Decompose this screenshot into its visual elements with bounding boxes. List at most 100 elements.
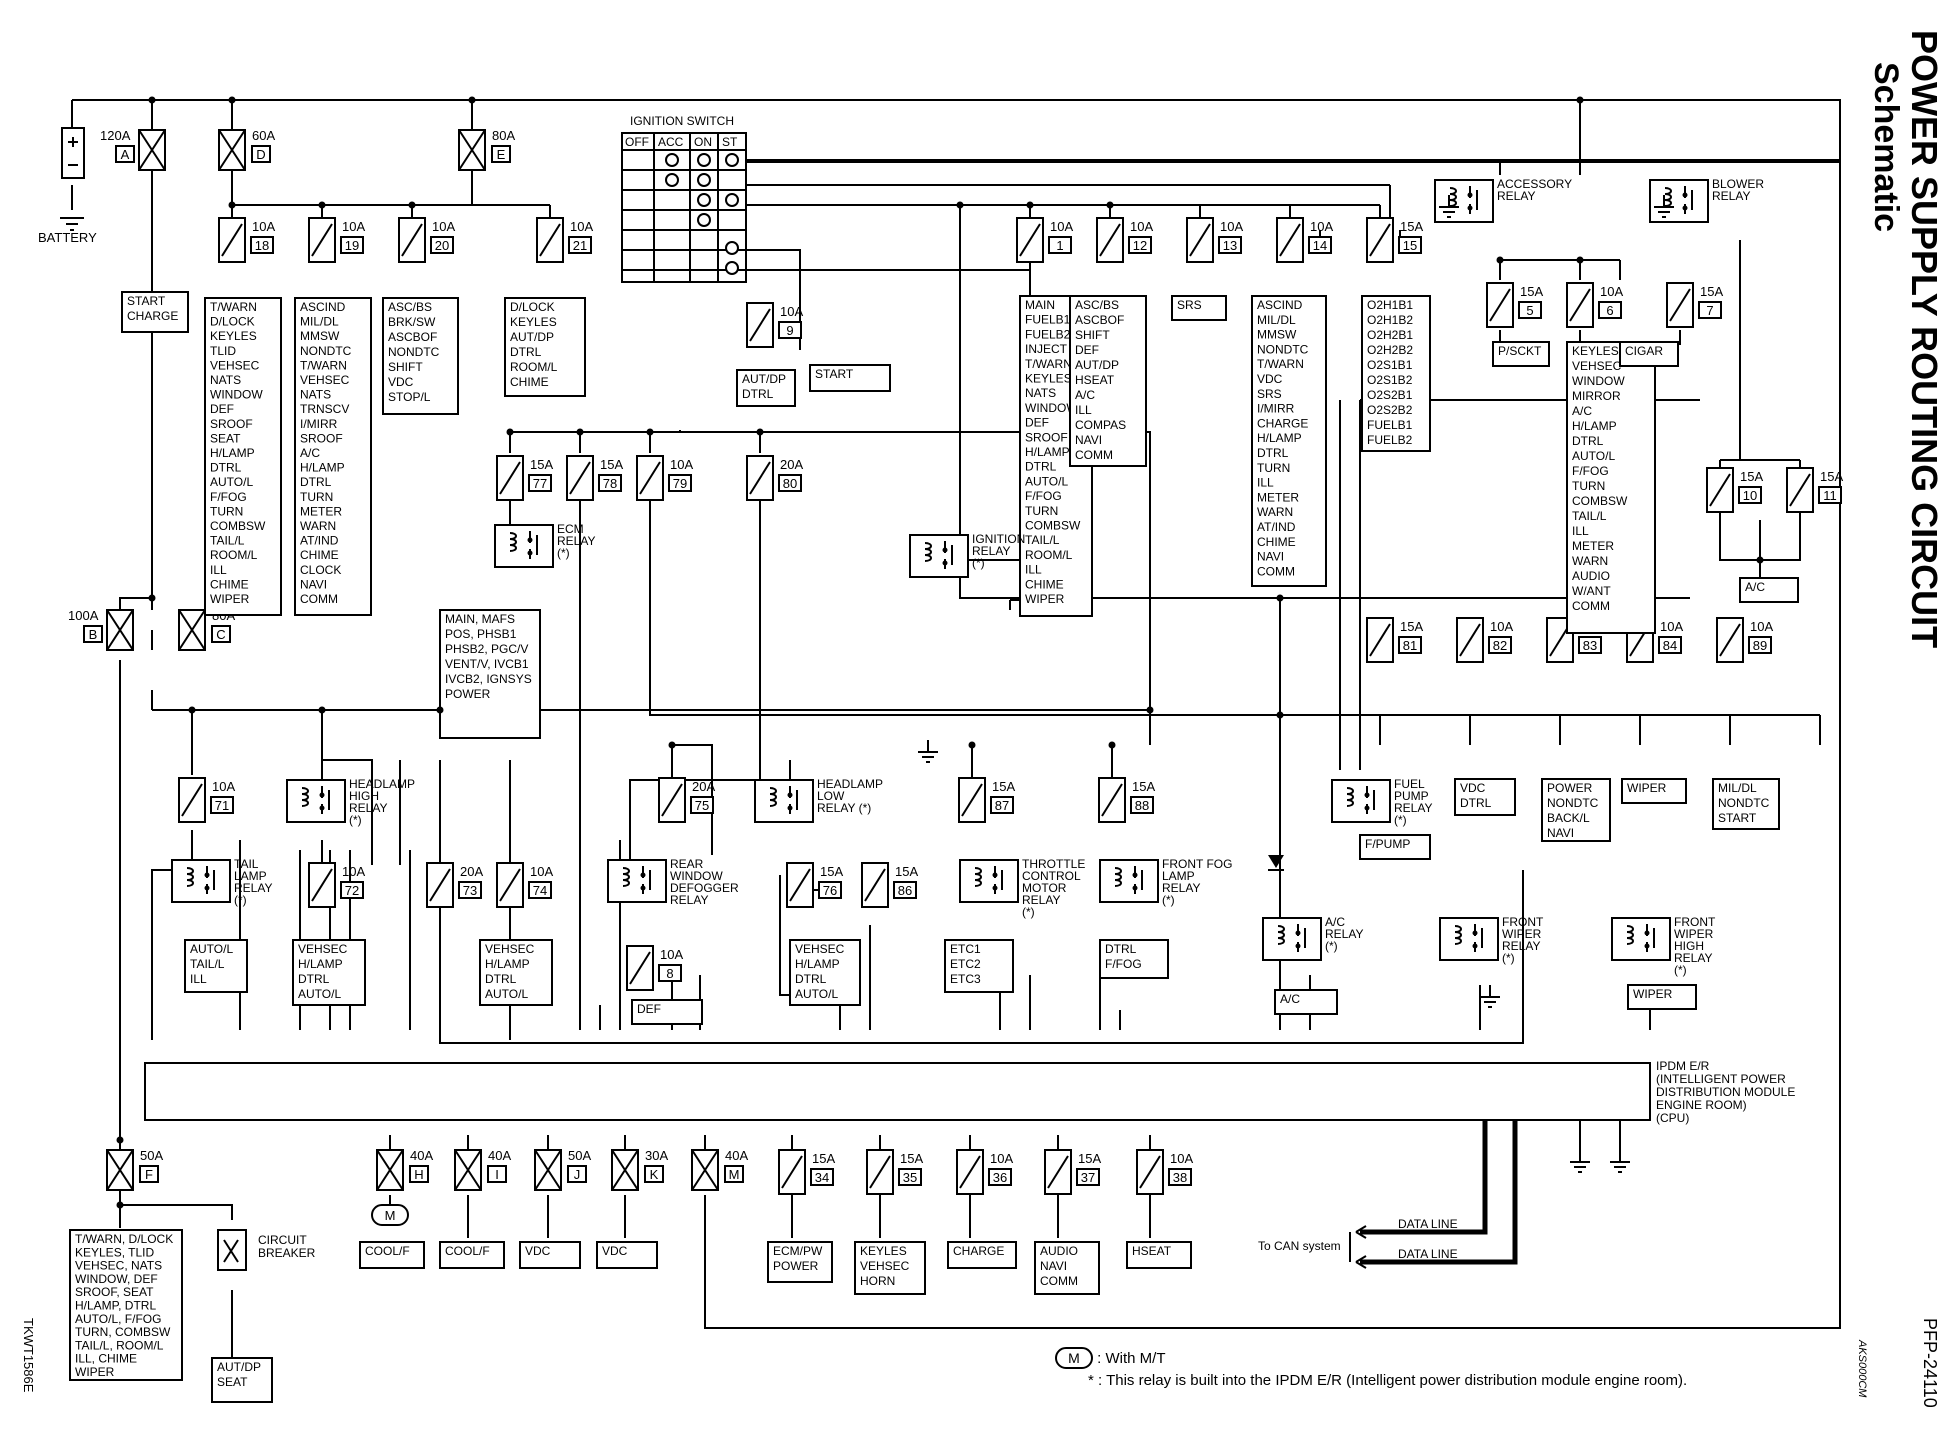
fusible-link-letter: M: [729, 1167, 740, 1182]
motor-label: M: [385, 1208, 396, 1223]
junction-dot: [1276, 594, 1284, 602]
fusible-link-letter: I: [495, 1167, 499, 1182]
fuse-rating: 10A: [1310, 219, 1333, 234]
ignition-switch-title: IGNITION SWITCH: [630, 114, 734, 128]
junction-dot: [188, 706, 196, 714]
junction-dot: [668, 741, 676, 749]
junction-dot: [968, 741, 976, 749]
page-ref: PFP-24110: [1920, 1318, 1940, 1408]
ground-icon: [1480, 985, 1500, 1008]
load-box-13: SRS: [1171, 295, 1227, 321]
fuse-number: 78: [603, 476, 617, 491]
load-box-text: A/C: [1280, 992, 1300, 1006]
fuse-number: 77: [533, 476, 547, 491]
fuse-rating: 15A: [820, 864, 843, 879]
fuse-rating: 10A: [1050, 219, 1073, 234]
fusible-link-rating: 40A: [725, 1148, 748, 1163]
load-box-start: START: [809, 364, 891, 392]
load-box-psckt: P/SCKT: [1492, 341, 1550, 367]
ignition-switch: [621, 132, 747, 283]
load-box-text: F/PUMP: [1365, 837, 1410, 851]
ignition-position-st: ST: [722, 135, 738, 149]
fuse-number: 72: [345, 883, 359, 898]
load-box-text: A/C: [1745, 580, 1765, 594]
load-box-cigar: CIGAR: [1619, 341, 1679, 367]
page-title: POWER SUPPLY ROUTING CIRCUIT: [1904, 30, 1945, 649]
fuse-rating: 15A: [900, 1151, 923, 1166]
load-box-text: SRS: [1177, 298, 1202, 312]
junction-dot: [148, 96, 156, 104]
load-box-fpump: F/PUMP: [1359, 834, 1431, 860]
motor-legend-icon: M: [1055, 1347, 1093, 1369]
load-box-text: VDC: [525, 1244, 551, 1258]
junction-dot: [756, 428, 764, 436]
fuse-number: 74: [533, 883, 547, 898]
fuse-number: 9: [786, 323, 793, 338]
junction-dot: [436, 706, 444, 714]
fuse-rating: 20A: [780, 457, 803, 472]
load-box-vdc-k: VDC: [596, 1241, 658, 1269]
fusible-link-letter: F: [145, 1167, 153, 1182]
junction-dot: [228, 201, 236, 209]
junction-dot: [408, 201, 416, 209]
fuse-rating: 15A: [1400, 619, 1423, 634]
junction-dot: [148, 594, 156, 602]
fusible-link-rating: 50A: [568, 1148, 591, 1163]
ground-icon: [1610, 1150, 1630, 1173]
fuse-number: 15: [1403, 238, 1417, 253]
load-box-ac-relay: A/C: [1274, 989, 1338, 1015]
fuse-rating: 10A: [660, 947, 683, 962]
fuse-rating: 15A: [1740, 469, 1763, 484]
junction-dot: [1496, 256, 1504, 264]
fusible-link-rating: 40A: [488, 1148, 511, 1163]
fusible-link-letter: E: [497, 147, 506, 162]
fuse-number: 36: [993, 1170, 1007, 1185]
fusible-link-letter: K: [650, 1167, 659, 1182]
load-box-text: DEF: [637, 1002, 661, 1016]
ground-icon: [1654, 195, 1674, 218]
junction-dot: [506, 428, 514, 436]
fusible-link-m: 40A M: [691, 1148, 748, 1191]
page-subtitle: Schematic: [1867, 62, 1905, 233]
load-box-text: COOL/F: [365, 1244, 410, 1258]
fuse-rating: 15A: [1078, 1151, 1101, 1166]
fuse-rating: 10A: [780, 304, 803, 319]
